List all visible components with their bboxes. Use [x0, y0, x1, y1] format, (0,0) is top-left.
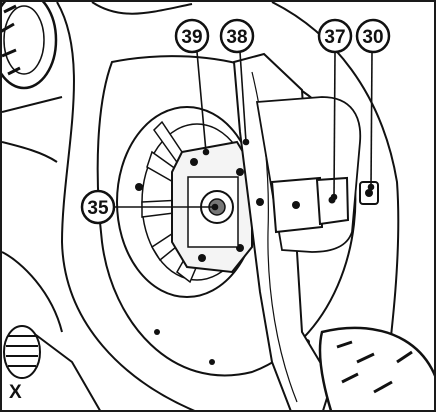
- callout-37: 37: [317, 18, 353, 54]
- view-letter: X: [9, 382, 22, 403]
- leader-lines: [115, 51, 375, 211]
- callout-38-label: 38: [226, 27, 247, 48]
- callout-39: 39: [174, 18, 210, 54]
- adjustment-knob: [3, 325, 41, 379]
- callout-30: 30: [355, 18, 391, 54]
- callout-38: 38: [219, 18, 255, 54]
- callout-39-label: 39: [181, 27, 202, 48]
- callout-35: 35: [80, 189, 116, 225]
- callout-35-label: 35: [87, 198, 109, 219]
- callout-37-label: 37: [324, 27, 345, 48]
- callout-30-label: 30: [362, 27, 383, 48]
- front-wheel: [318, 326, 434, 410]
- rear-wheel: [2, 2, 58, 90]
